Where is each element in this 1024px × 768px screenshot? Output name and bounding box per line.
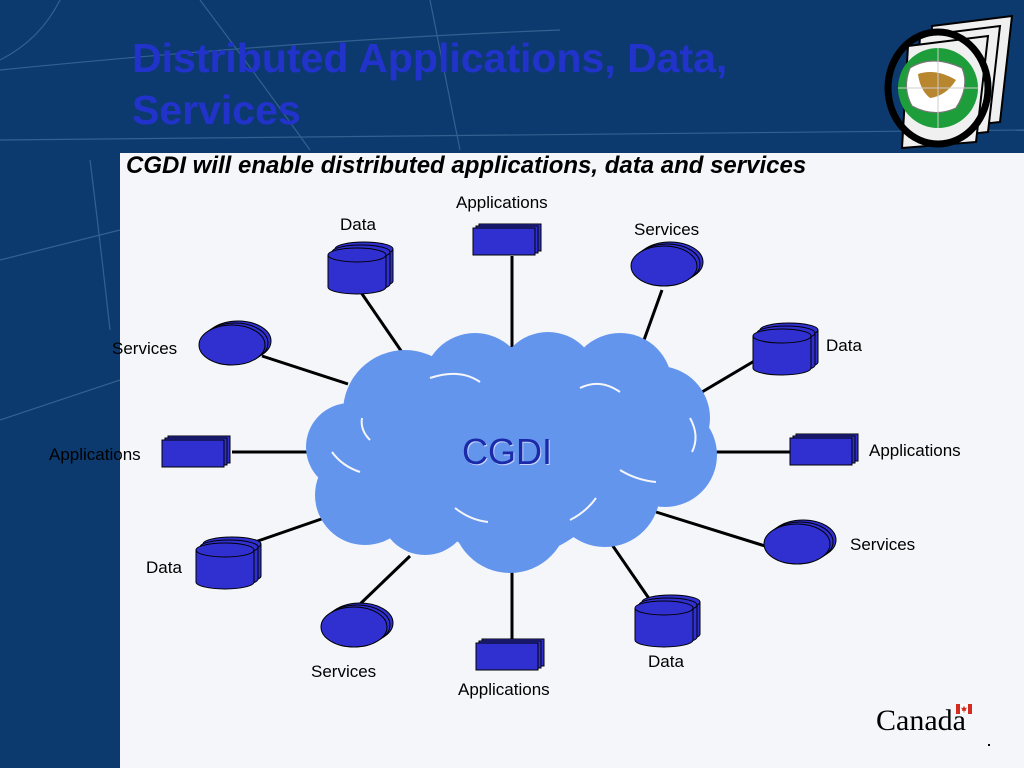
node-label-applications-top: Applications [456, 193, 548, 212]
node-label-data-bottom-right: Data [648, 652, 684, 671]
node-label-applications-bottom: Applications [458, 680, 550, 699]
node-label-data-right-upper: Data [826, 336, 862, 355]
cgdi-hub-label: CGDI [462, 431, 552, 472]
node-label-applications-left: Applications [49, 445, 141, 464]
applications-icon [472, 223, 542, 256]
data-icon [752, 322, 819, 376]
services-icon [763, 519, 837, 565]
header-band [0, 0, 1024, 153]
data-icon [327, 241, 394, 295]
applications-icon [161, 435, 231, 468]
services-icon [198, 320, 272, 366]
data-icon [634, 594, 701, 648]
services-icon [320, 602, 394, 648]
canada-wordmark: Canada [876, 704, 966, 737]
cgdi-cloud [306, 332, 717, 573]
node-label-services-right-lower: Services [850, 535, 916, 554]
node-label-services-left-upper: Services [112, 339, 178, 358]
services-icon [630, 241, 704, 287]
canada-flag-icon [956, 704, 972, 714]
applications-icon [475, 638, 545, 671]
data-icon [195, 536, 262, 590]
node-label-data-top-left: Data [340, 215, 376, 234]
node-label-applications-right: Applications [869, 441, 961, 460]
node-label-data-left-lower: Data [146, 558, 182, 577]
connector-lines [232, 256, 795, 640]
node-label-services-bottom-left: Services [311, 662, 377, 681]
applications-icon [789, 433, 859, 466]
globe-logo-icon [884, 14, 1014, 150]
node-label-services-top-right: Services [634, 220, 700, 239]
diagram-subtitle: CGDI will enable distributed application… [126, 152, 807, 179]
page-title: Distributed Applications, Data, Services [132, 35, 728, 133]
footer-dot [988, 744, 990, 746]
